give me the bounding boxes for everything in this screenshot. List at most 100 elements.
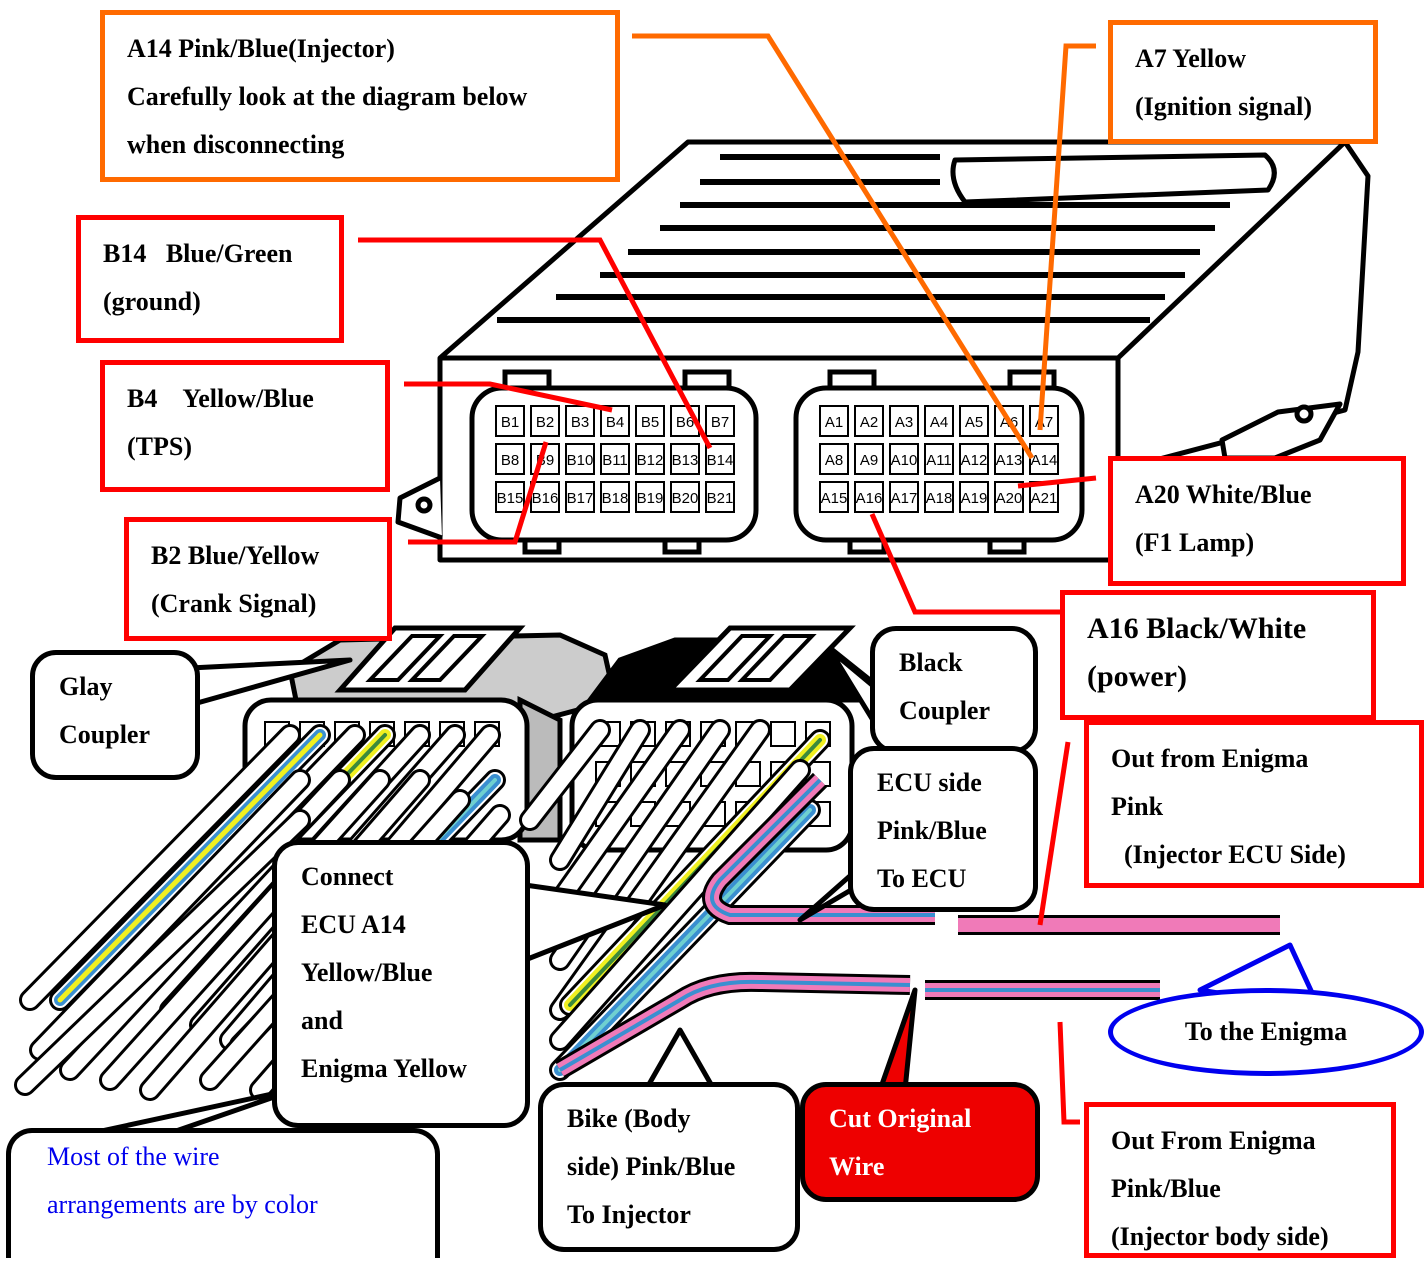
- pin-label-b12: B12: [637, 452, 664, 469]
- pin-b17: [565, 481, 595, 513]
- pin-label-a1: A1: [825, 414, 843, 431]
- pin-label-a4: A4: [930, 414, 948, 431]
- wire-strand: [552, 722, 688, 908]
- pin-b1: [495, 405, 525, 437]
- pin-b5: [635, 405, 665, 437]
- pin-label-b20: B20: [672, 490, 699, 507]
- label-a16-line2: (power): [1087, 660, 1187, 693]
- wire-strand: [102, 772, 388, 1088]
- label-out-pink-line1: Out from Enigma: [1111, 744, 1309, 773]
- label-out-pink: Out from Enigma Pink (Injector ECU Side): [1084, 720, 1424, 888]
- pin-a19: [959, 481, 989, 513]
- label-b2: B2 Blue/Yellow (Crank Signal): [124, 517, 392, 641]
- pin-label-a19: A19: [961, 490, 988, 507]
- bubble-ecu-side-line2: Pink/Blue: [877, 816, 987, 845]
- wire-strand: [552, 722, 648, 868]
- label-a20-line2: (F1 Lamp): [1135, 528, 1255, 557]
- ecu-vent-slots: [497, 154, 1230, 323]
- pin-label-b1: B1: [501, 414, 519, 431]
- bubble-most-line1: Most of the wire: [47, 1142, 220, 1171]
- pin-b2: [530, 405, 560, 437]
- bubble-ecu-side: ECU side Pink/Blue To ECU: [848, 746, 1038, 912]
- pin-a7: [1029, 405, 1059, 437]
- pin-a15: [819, 481, 849, 513]
- bubble-most-wires: Most of the wire arrangements are by col…: [6, 1128, 440, 1258]
- bubble-connect-line3: Yellow/Blue: [301, 958, 433, 987]
- label-b4-line2: (TPS): [127, 432, 192, 461]
- pin-label-a18: A18: [926, 490, 953, 507]
- pin-a8: [819, 443, 849, 475]
- pin-label-b8: B8: [501, 452, 519, 469]
- pin-b15: [495, 481, 525, 513]
- bubble-glay-line2: Coupler: [59, 720, 150, 749]
- pin-a1: [819, 405, 849, 437]
- pin-label-b15: B15: [497, 490, 524, 507]
- label-out-pinkblue-line3: (Injector body side): [1111, 1222, 1329, 1251]
- bubble-glay-coupler: Glay Coupler: [30, 650, 200, 780]
- pin-label-b14: B14: [707, 452, 734, 469]
- pin-a13: [994, 443, 1024, 475]
- label-b14-line1: B14 Blue/Green: [103, 239, 293, 268]
- pin-label-a7: A7: [1035, 414, 1053, 431]
- pin-label-a13: A13: [996, 452, 1023, 469]
- pin-a16: [854, 481, 884, 513]
- bubble-black-line2: Coupler: [899, 696, 990, 725]
- pin-b20: [670, 481, 700, 513]
- bubble-black-coupler: Black Coupler: [870, 626, 1038, 754]
- pin-label-b17: B17: [567, 490, 594, 507]
- leader-lines: [358, 33, 1097, 1125]
- wire-strand: [32, 772, 308, 1058]
- pink-blue-ecu-side-wire: [702, 772, 935, 925]
- wire-strand: [17, 812, 308, 1093]
- bubble-connect: Connect ECU A14 Yellow/Blue and Enigma Y…: [272, 840, 530, 1128]
- pin-b18: [600, 481, 630, 513]
- pin-label-b2: B2: [536, 414, 554, 431]
- bubble-ecu-side-line3: To ECU: [877, 864, 967, 893]
- bubble-most-line2: arrangements are by color: [47, 1190, 318, 1219]
- label-a7-line2: (Ignition signal): [1135, 92, 1312, 121]
- wire-strand: [22, 727, 298, 1008]
- wire-strand: [552, 762, 808, 1048]
- pin-label-a17: A17: [891, 490, 918, 507]
- pin-label-a12: A12: [961, 452, 988, 469]
- pin-label-b4: B4: [606, 414, 624, 431]
- pin-a12: [959, 443, 989, 475]
- pin-label-a11: A11: [926, 452, 952, 469]
- pin-b10: [565, 443, 595, 475]
- pin-b14: [705, 443, 735, 475]
- bubble-ecu-side-line1: ECU side: [877, 768, 982, 797]
- pin-a11: [924, 443, 954, 475]
- pin-a9: [854, 443, 884, 475]
- label-a14-line3: when disconnecting: [127, 130, 345, 159]
- label-b14: B14 Blue/Green (ground): [76, 215, 344, 343]
- label-b14-line2: (ground): [103, 287, 201, 316]
- pin-b12: [635, 443, 665, 475]
- bubble-connect-line4: and: [301, 1006, 343, 1035]
- pin-label-b21: B21: [707, 490, 734, 507]
- pink-blue-body-side-wire: [554, 971, 911, 1079]
- pin-a2: [854, 405, 884, 437]
- pin-label-a21: A21: [1031, 490, 1058, 507]
- label-a14: A14 Pink/Blue(Injector) Carefully look a…: [100, 10, 620, 182]
- label-a20: A20 White/Blue (F1 Lamp): [1108, 456, 1406, 586]
- label-a20-line1: A20 White/Blue: [1135, 480, 1312, 509]
- label-b2-line2: (Crank Signal): [151, 589, 317, 618]
- pin-label-b5: B5: [641, 414, 659, 431]
- pin-label-b16: B16: [532, 490, 559, 507]
- pin-a17: [889, 481, 919, 513]
- pin-label-b6: B6: [676, 414, 694, 431]
- bubble-to-enigma: To the Enigma: [1108, 988, 1424, 1076]
- pin-label-b10: B10: [567, 452, 594, 469]
- pin-a5: [959, 405, 989, 437]
- bubble-cut-wire: Cut Original Wire: [800, 1082, 1040, 1202]
- pin-b19: [635, 481, 665, 513]
- pin-label-b18: B18: [602, 490, 629, 507]
- pin-label-b7: B7: [711, 414, 729, 431]
- bubble-to-enigma-text: To the Enigma: [1184, 1017, 1348, 1046]
- pin-label-b11: B11: [602, 452, 628, 469]
- label-out-pinkblue-line1: Out From Enigma: [1111, 1126, 1316, 1155]
- pin-b8: [495, 443, 525, 475]
- wire-strand: [552, 722, 768, 1018]
